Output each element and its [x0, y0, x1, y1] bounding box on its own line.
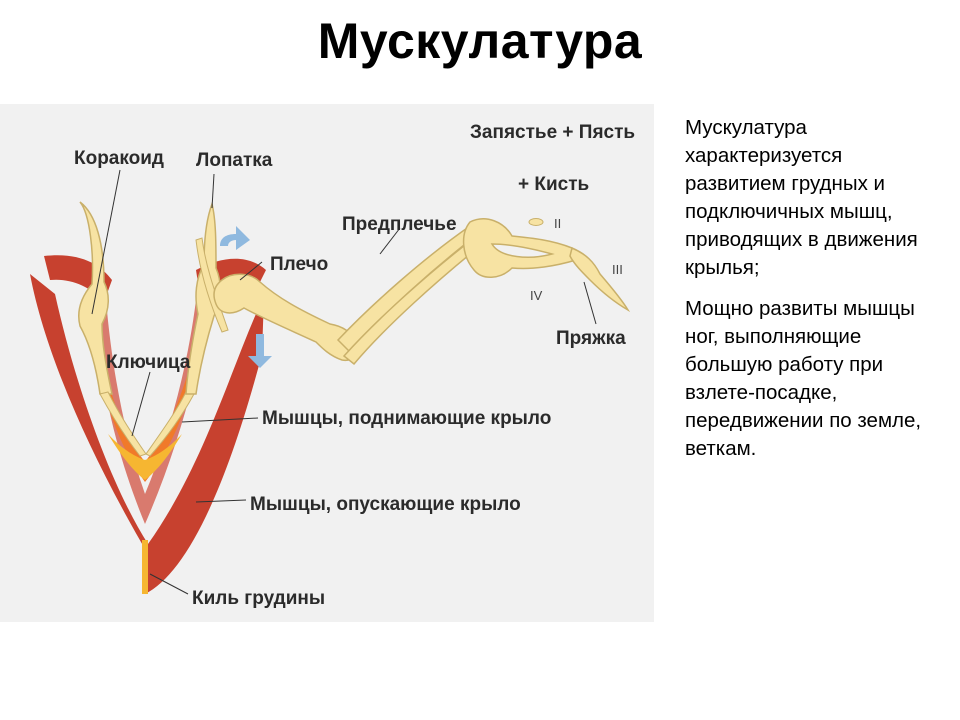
outer-muscle-band [30, 274, 264, 594]
digit-3-bone [569, 246, 631, 313]
label-wrist: Запястье + Пясть [470, 122, 635, 143]
label-wrist-hand: + Кисть [518, 174, 589, 195]
label-scapula: Лопатка [196, 150, 273, 171]
pointer-forearm [379, 227, 401, 255]
description-panel: Мускулатура характеризуется развитием гр… [685, 114, 947, 476]
label-coracoid: Коракоид [74, 148, 164, 169]
digit-label-4: IV [530, 288, 543, 303]
digit-label-3: III [612, 262, 623, 277]
label-raise-muscles: Мышцы, поднимающие крыло [262, 408, 551, 429]
digit-label-2: II [554, 216, 561, 231]
forearm-bone [336, 225, 480, 354]
right-clavicle [145, 391, 195, 457]
carpometacarpus-bone [462, 218, 577, 278]
pointer-humerus [239, 261, 263, 281]
label-humerus: Плечо [270, 254, 328, 275]
label-keel: Киль грудины [192, 588, 325, 609]
raise-arrow [220, 226, 250, 250]
keel-strip [142, 540, 148, 594]
slide-title: Мускулатура [317, 13, 643, 69]
paragraph-legs: Мощно развиты мышцы ног, выполняющие бол… [685, 297, 922, 460]
label-buckle: Пряжка [556, 328, 626, 349]
pointer-buckle [583, 281, 597, 325]
paragraph-pectoral: Мускулатура характеризуется развитием гр… [685, 116, 918, 279]
forearm-bone-2 [342, 236, 482, 366]
pointer-scapula [211, 173, 215, 209]
pointer-clavicle [131, 371, 151, 437]
label-lower-muscles: Мышцы, опускающие крыло [250, 494, 521, 515]
label-clavicle: Ключица [106, 352, 191, 373]
label-forearm: Предплечье [342, 214, 457, 235]
pointer-lower-muscles [195, 499, 247, 503]
digit-2-bone [528, 218, 544, 226]
pointer-coracoid [91, 169, 121, 315]
diagram-canvas: Коракоид Лопатка Запястье + Пясть + Кист… [30, 122, 635, 609]
humerus-bone [213, 273, 358, 362]
pointer-keel [149, 573, 189, 595]
pointer-raise-muscles [181, 417, 259, 423]
lower-arrow [248, 334, 272, 368]
yellow-muscle-band [108, 434, 182, 480]
bird-musculature-diagram: Коракоид Лопатка Запястье + Пясть + Кист… [0, 104, 654, 622]
